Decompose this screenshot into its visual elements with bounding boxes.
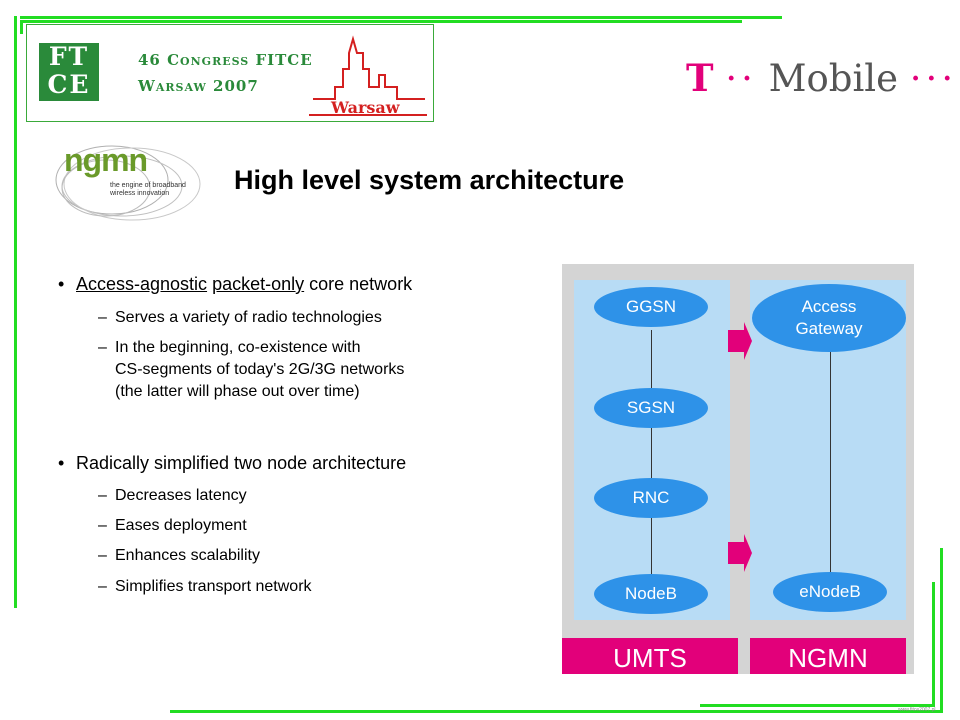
ngmn-label: NGMN (750, 638, 906, 674)
sub-bullet-dash: – (98, 487, 107, 504)
tmobile-dots-left: ·· (725, 57, 757, 100)
ngmn-tagline-1: the engine of broadband (110, 182, 186, 189)
event-banner: FT CE 46 Congress FITCE Warsaw 2007 Wars… (26, 24, 434, 122)
tmobile-name: Mobile (768, 57, 899, 100)
bullet-1-marker: • (58, 274, 65, 294)
sub-bullet-dash: – (98, 517, 107, 534)
frame-left-line (14, 16, 17, 608)
umts-column (574, 280, 730, 620)
sub-bullet-dash: – (98, 339, 107, 356)
ngmn-node-connector (830, 346, 831, 586)
sub-bullet-1-1: – Serves a variety of radio technologies (98, 307, 382, 329)
tmobile-logo: T ·· Mobile ··· (686, 56, 957, 100)
frame-corner-right-2 (932, 582, 935, 706)
frame-corner-bottom-1 (170, 710, 943, 713)
warsaw-skyline-icon: Warsaw (309, 35, 427, 117)
sub-bullet-text: Enhances scalability (115, 547, 260, 564)
frame-top-line (20, 16, 782, 19)
bullet-2-marker: • (58, 453, 65, 473)
sub-bullet-2-4: – Simplifies transport network (98, 576, 312, 598)
tmobile-dots-right: ··· (909, 57, 958, 100)
event-name: 46 Congress FITCE (138, 51, 313, 69)
access-gateway-node: Access Gateway (752, 284, 906, 352)
bullet-1-part-3: packet-only (212, 274, 305, 294)
ngmn-logo: ngmn the engine of broadband wireless in… (52, 138, 204, 224)
rnc-node: RNC (594, 478, 708, 518)
nodeb-node: NodeB (594, 574, 708, 614)
ggsn-node: GGSN (594, 287, 708, 327)
warsaw-label: Warsaw (330, 98, 401, 117)
sub-bullet-text: Eases deployment (115, 517, 247, 534)
sub-bullet-2-3: – Enhances scalability (98, 545, 260, 567)
fitce-logo: FT CE (39, 43, 99, 101)
frame-inner-top-line (20, 20, 742, 23)
sub-bullet-text: Decreases latency (115, 487, 247, 504)
frame-inner-left-line (20, 20, 23, 34)
enodeb-node: eNodeB (773, 572, 887, 612)
footer-mark: www.fitce2007.pl (898, 707, 936, 713)
bullet-2-text: Radically simplified two node architectu… (76, 453, 407, 473)
frame-corner-right-1 (940, 548, 943, 712)
bullet-2: • Radically simplified two node architect… (58, 453, 406, 474)
sgsn-node: SGSN (594, 388, 708, 428)
sub-bullet-dash: – (98, 309, 107, 326)
ngmn-wordmark: ngmn (64, 142, 148, 178)
sub-bullet-2-2: – Eases deployment (98, 515, 247, 537)
arrow-right-icon (728, 534, 752, 572)
bullet-1-part-1: Access-agnostic (76, 274, 208, 294)
fitce-logo-line-1: FT (48, 42, 90, 71)
fitce-logo-line-2: CE (47, 70, 91, 99)
sub-bullet-text: Serves a variety of radio technologies (115, 309, 382, 326)
sub-bullet-2-1: – Decreases latency (98, 485, 247, 507)
umts-label: UMTS (562, 638, 738, 674)
event-place: Warsaw 2007 (138, 77, 259, 95)
bullet-1-part-4: core network (304, 274, 413, 294)
sub-bullet-dash: – (98, 547, 107, 564)
sub-bullet-dash: – (98, 578, 107, 595)
arrow-right-icon (728, 322, 752, 360)
sub-bullet-text: Simplifies transport network (115, 578, 312, 595)
ngmn-swirl-icon (55, 145, 201, 221)
sub-bullet-1-2: – In the beginning, co-existence with CS… (98, 337, 404, 403)
ngmn-tagline: the engine of broadband wireless innovat… (110, 182, 186, 198)
umts-node-connector (651, 330, 652, 588)
bullet-1: • Access-agnostic packet-only core networ… (58, 274, 412, 295)
tmobile-t: T (686, 56, 714, 100)
ngmn-tagline-2: wireless innovation (110, 190, 170, 197)
frame-corner-bottom-2 (700, 704, 935, 707)
sub-bullet-text: In the beginning, co-existence with CS-s… (115, 339, 405, 400)
slide-title: High level system architecture (234, 165, 625, 195)
